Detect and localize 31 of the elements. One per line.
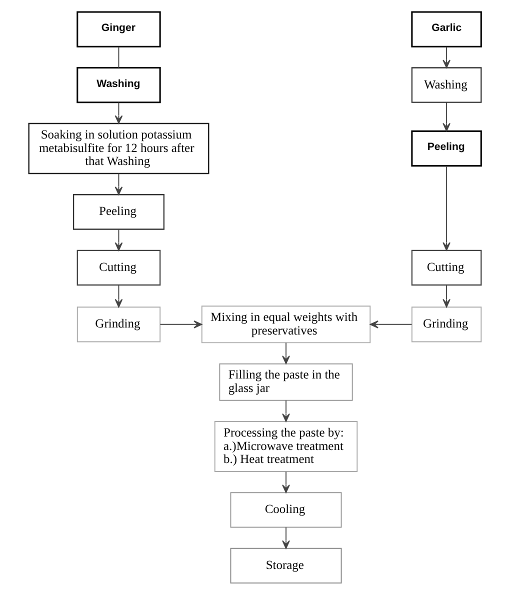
node-box: Garlic: [410, 11, 482, 48]
arrow: [114, 173, 122, 196]
connector: [118, 46, 119, 68]
arrow: [282, 471, 290, 494]
node-box: Filling the paste in the glass jar: [218, 363, 352, 401]
node-box: Cutting: [76, 250, 160, 286]
arrow: [442, 166, 450, 251]
node-box: Cutting: [410, 250, 482, 286]
arrow: [114, 228, 122, 251]
node-box: Cooling: [230, 492, 342, 528]
arrow: [442, 284, 450, 308]
node-box: Grinding: [76, 306, 160, 342]
arrow: [114, 284, 122, 308]
arrow: [282, 526, 290, 549]
node-box: Peeling: [410, 130, 482, 167]
node-box: Washing: [76, 66, 160, 104]
arrow: [442, 102, 450, 132]
node-box: Processing the paste by: a.)Microwave treatment b.) Heat treatment: [214, 421, 358, 472]
node-box: Washing: [410, 67, 482, 103]
node-box: Peeling: [72, 194, 164, 230]
arrow: [159, 320, 202, 328]
arrow: [442, 46, 450, 68]
arrow: [282, 342, 290, 364]
node-box: Soaking in solution potassium metabisulfite for 12 hours after that Washing: [28, 122, 209, 174]
node-box: Storage: [230, 548, 342, 584]
node-box: Grinding: [410, 306, 482, 342]
arrow: [369, 320, 412, 328]
node-box: Mixing in equal weights with preservatives: [200, 306, 370, 344]
arrow: [114, 102, 122, 124]
node-box: Ginger: [76, 11, 160, 48]
arrow: [282, 400, 290, 422]
